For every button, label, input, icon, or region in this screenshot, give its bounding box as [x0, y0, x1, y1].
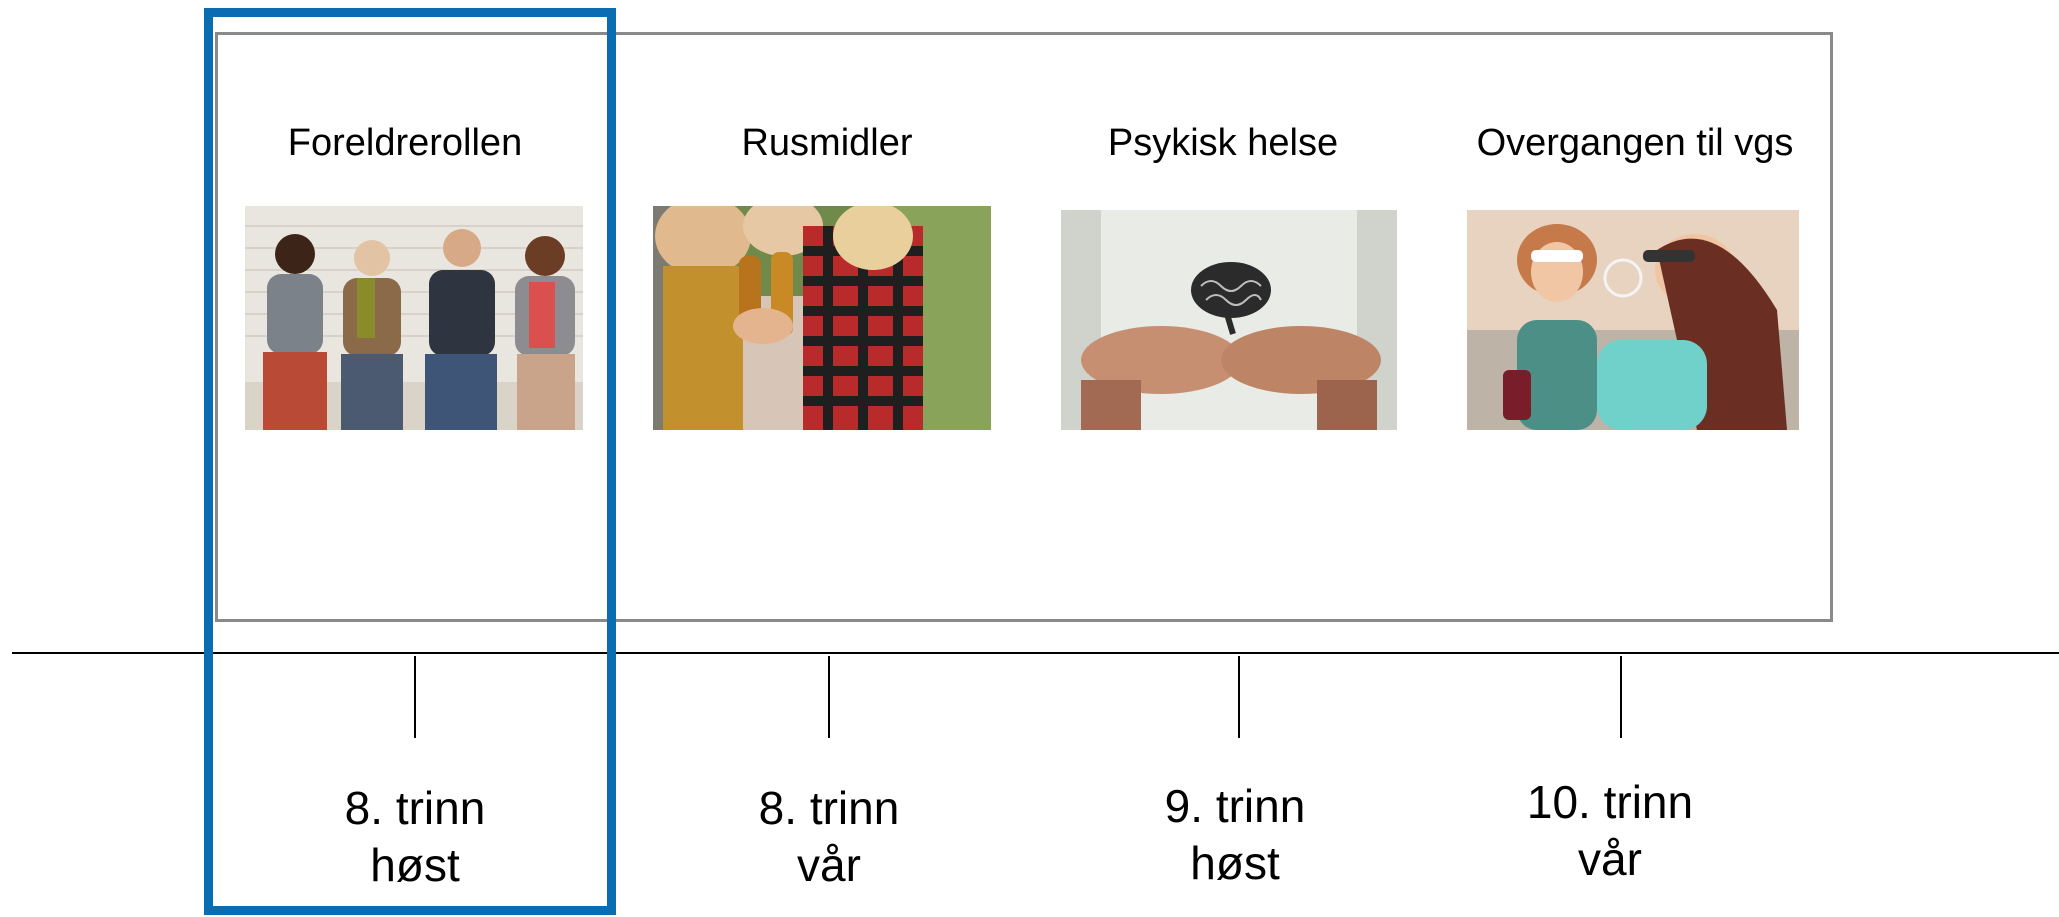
topic-title-foreldrerollen: Foreldrerollen: [287, 122, 523, 164]
topic-title-overgangen-til-vgs: Overgangen til vgs: [1476, 122, 1794, 164]
timeline-axis: [12, 652, 2059, 654]
period-term: høst: [1190, 837, 1280, 889]
period-term: høst: [370, 839, 460, 891]
group-of-adults-laughing-photo: [245, 206, 583, 430]
period-label-8-var: 8. trinn vår: [699, 780, 959, 894]
friends-toasting-beer-photo: [653, 206, 991, 430]
timeline-tick: [828, 656, 830, 738]
period-term: vår: [797, 839, 861, 891]
period-label-9-host: 9. trinn høst: [1105, 778, 1365, 892]
period-label-10-var: 10. trinn vår: [1480, 774, 1740, 888]
hands-holding-brain-photo: [1061, 210, 1397, 430]
topics-frame: [215, 32, 1833, 622]
period-grade: 10. trinn: [1526, 776, 1694, 828]
period-label-8-host: 8. trinn høst: [285, 780, 545, 894]
period-grade: 8. trinn: [344, 782, 486, 834]
period-grade: 8. trinn: [758, 782, 900, 834]
period-grade: 9. trinn: [1164, 780, 1306, 832]
period-term: vår: [1578, 833, 1642, 885]
timeline-tick: [1620, 656, 1622, 738]
timeline-tick: [414, 656, 416, 738]
topic-title-rusmidler: Rusmidler: [741, 122, 913, 164]
topic-title-psykisk-helse: Psykisk helse: [1107, 122, 1339, 164]
highlight-box: [204, 8, 616, 915]
teenage-girls-with-drinks-photo: [1467, 210, 1799, 430]
timeline-tick: [1238, 656, 1240, 738]
